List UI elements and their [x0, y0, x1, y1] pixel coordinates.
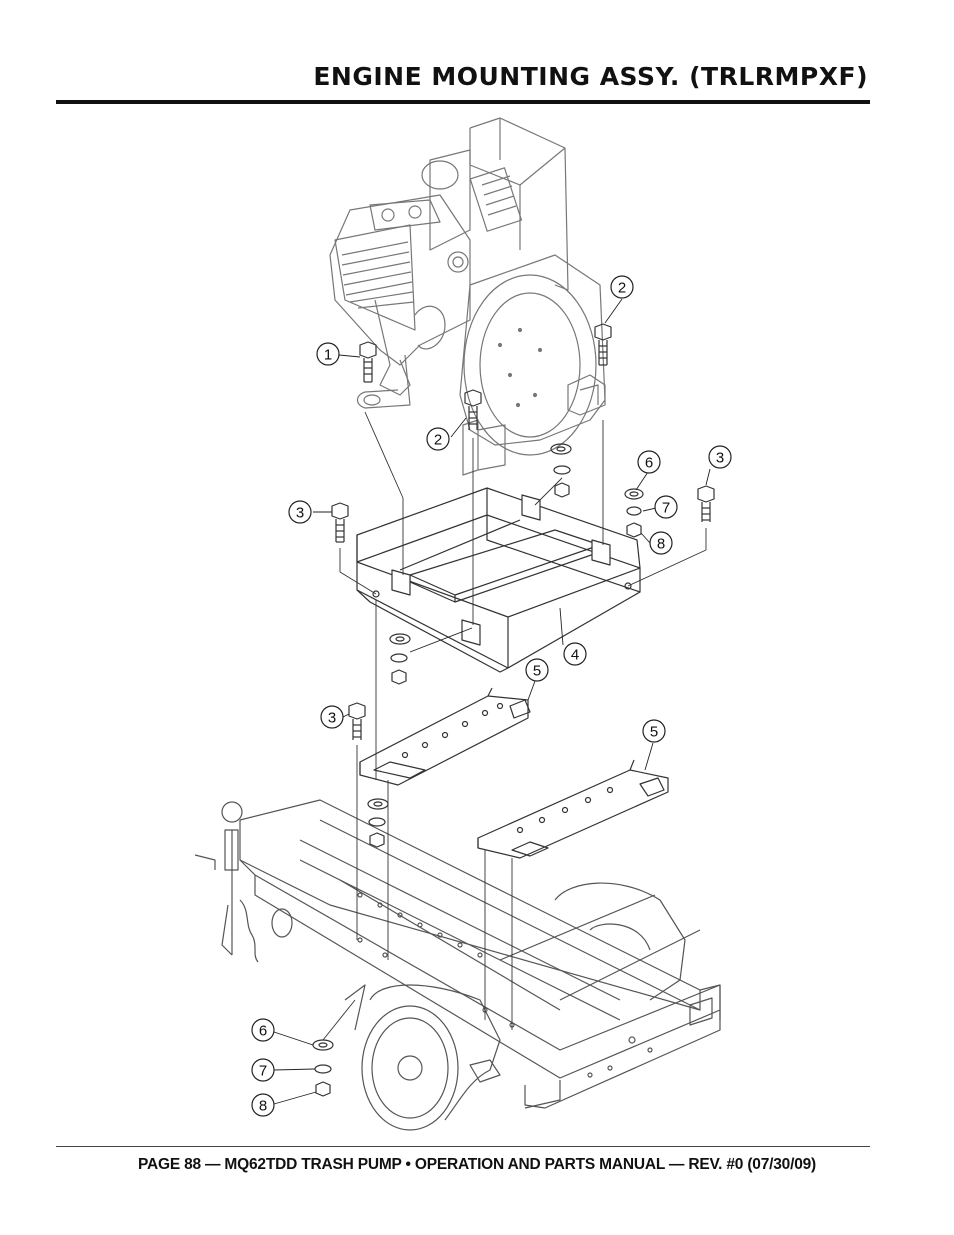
- bolt-item-3-lower: [348, 702, 366, 740]
- callout-c1: 1: [316, 342, 340, 366]
- callout-c5b: 5: [642, 719, 666, 743]
- hardware-stack-right: [624, 488, 644, 538]
- exploded-parts-diagram: 1 2 2 3 3 3 4 5 5 6 7 8 6 7 8: [194, 117, 732, 1131]
- callout-c3b: 3: [708, 445, 732, 469]
- hardware-stack-bottom: [312, 1039, 334, 1097]
- callout-label: 3: [716, 450, 724, 467]
- footer-rule: [56, 1146, 870, 1147]
- callout-c7b: 7: [251, 1058, 275, 1082]
- trailer-illustration: [194, 799, 721, 1131]
- engine-illustration: [329, 117, 606, 476]
- callout-label: 7: [259, 1063, 267, 1080]
- hardware-stack-frame-left: [389, 633, 411, 685]
- bolt-item-3-right: [697, 485, 715, 522]
- callout-label: 4: [571, 647, 579, 664]
- callout-leaders: [273, 298, 711, 1105]
- callout-c6b: 6: [251, 1018, 275, 1042]
- callout-label: 6: [645, 455, 653, 472]
- bolt-item-3-left: [331, 502, 349, 543]
- hardware-stack-rail: [367, 798, 389, 848]
- mount-frame-item-4: [356, 487, 641, 673]
- callout-label: 2: [434, 432, 442, 449]
- bolt-item-1: [359, 341, 377, 383]
- callout-c2b: 2: [426, 427, 450, 451]
- mount-rail-left-item-5: [359, 687, 531, 786]
- callout-label: 3: [296, 505, 304, 522]
- callout-c5a: 5: [525, 658, 549, 682]
- callout-label: 5: [533, 663, 541, 680]
- callout-label: 5: [650, 724, 658, 741]
- callout-label: 2: [618, 280, 626, 297]
- callout-c8a: 8: [649, 531, 673, 555]
- bolt-item-2-upper: [594, 323, 612, 366]
- callout-c8b: 8: [251, 1093, 275, 1117]
- callout-label: 1: [324, 347, 332, 364]
- assembly-lines: [322, 411, 707, 1041]
- callout-label: 3: [328, 710, 336, 727]
- callout-c7a: 7: [654, 495, 678, 519]
- callout-label: 8: [259, 1098, 267, 1115]
- callout-c2a: 2: [610, 275, 634, 299]
- callout-c3a: 3: [288, 500, 312, 524]
- page-footer: PAGE 88 — MQ62TDD TRASH PUMP • OPERATION…: [138, 1156, 816, 1173]
- callout-c4: 4: [563, 642, 587, 666]
- mount-rail-right-item-5: [477, 759, 669, 859]
- callout-label: 6: [259, 1023, 267, 1040]
- callout-c6a: 6: [637, 450, 661, 474]
- callout-c3c: 3: [320, 705, 344, 729]
- hardware-stack-upper-center: [550, 443, 572, 498]
- callout-label: 8: [657, 536, 665, 553]
- callout-label: 7: [662, 500, 670, 517]
- page-title: ENGINE MOUNTING ASSY. (TRLRMPXF): [313, 62, 868, 91]
- bolt-item-2-lower: [464, 389, 482, 430]
- header-rule: [56, 100, 870, 104]
